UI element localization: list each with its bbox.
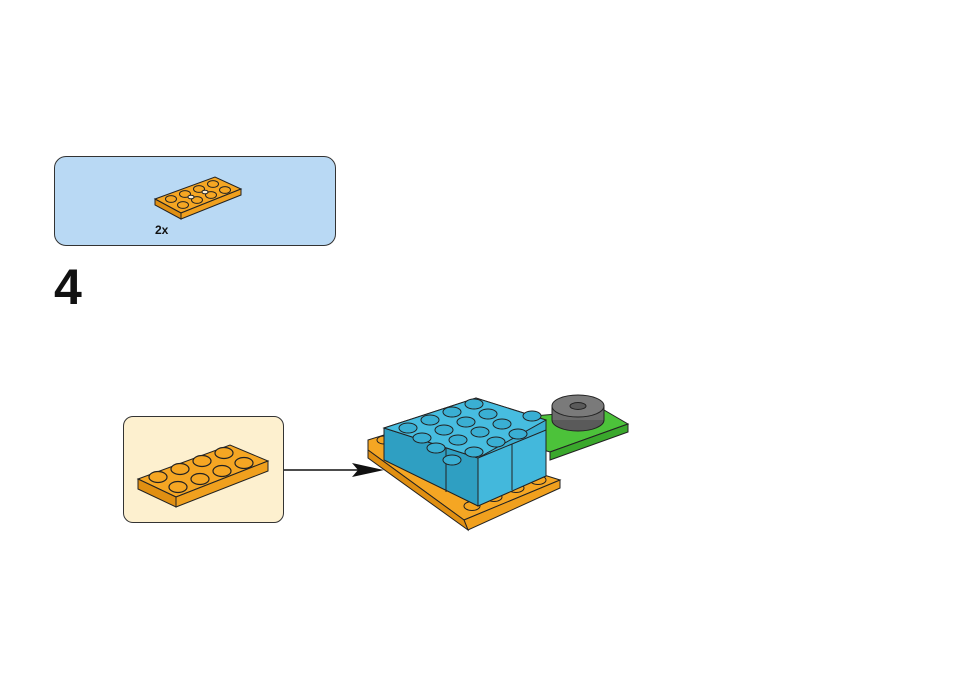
model-assembly-illustration bbox=[367, 394, 630, 532]
plate-2x4-icon bbox=[153, 176, 243, 220]
part-quantity: 2x bbox=[155, 223, 169, 237]
round-disc-icon bbox=[551, 394, 605, 432]
assembly-arrow bbox=[284, 463, 384, 477]
plate-2x4-icon bbox=[136, 444, 270, 508]
sub-assembly-callout bbox=[123, 416, 284, 523]
parts-list-box: 2x bbox=[54, 156, 336, 246]
step-number: 4 bbox=[54, 259, 82, 315]
